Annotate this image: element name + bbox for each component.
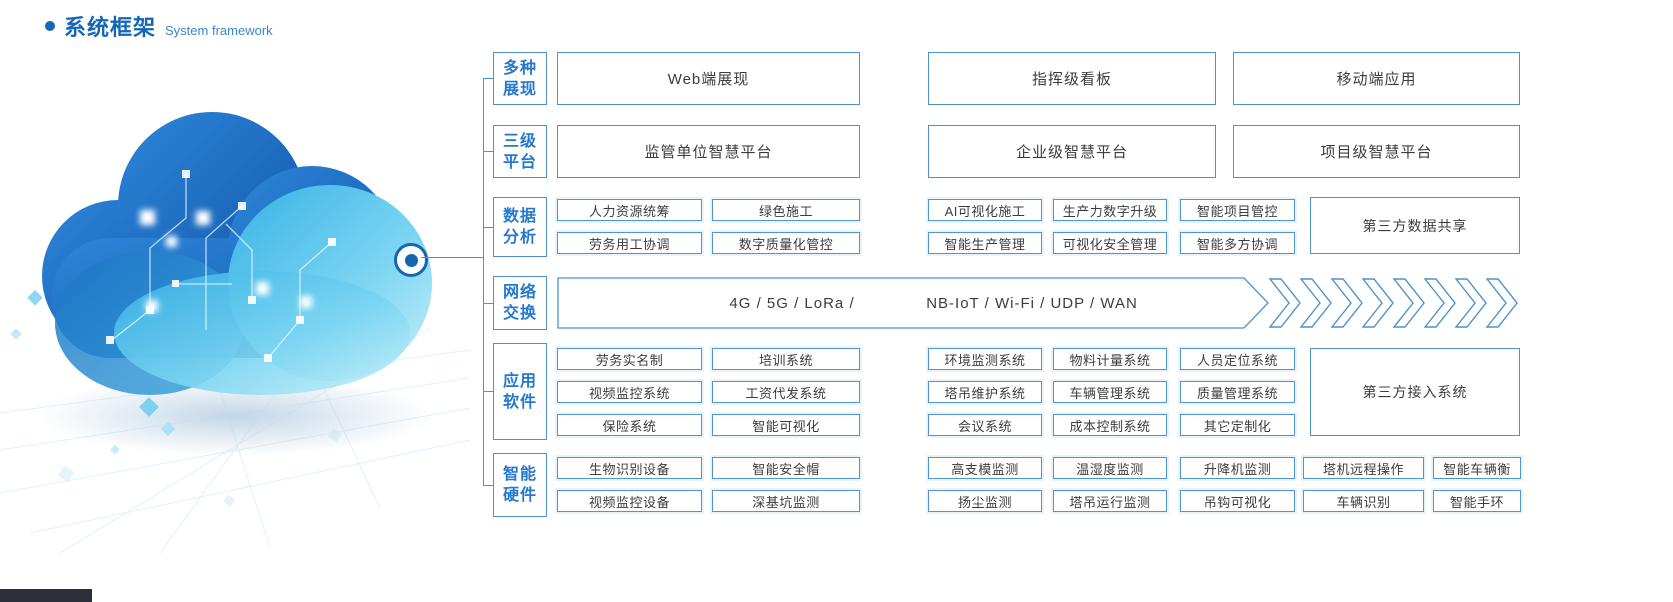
framework-box: 智能手环 bbox=[1433, 490, 1521, 512]
framework-box: 工资代发系统 bbox=[712, 381, 860, 403]
row-label-hardware: 智能 硬件 bbox=[493, 453, 547, 517]
network-band-text-right: NB-IoT / Wi-Fi / UDP / WAN bbox=[926, 294, 1138, 312]
framework-box: 绿色施工 bbox=[712, 199, 860, 221]
framework-box: 车辆识别 bbox=[1303, 490, 1424, 512]
row-label-data: 数据 分析 bbox=[493, 197, 547, 257]
framework-box: 物料计量系统 bbox=[1053, 348, 1167, 370]
row-label-display-line2: 展现 bbox=[502, 80, 537, 98]
branch-row6 bbox=[483, 485, 493, 486]
connector-node-core bbox=[404, 253, 418, 267]
framework-box: 智能可视化 bbox=[712, 414, 860, 436]
framework-box: 质量管理系统 bbox=[1180, 381, 1295, 403]
framework-box: 智能多方协调 bbox=[1180, 232, 1295, 254]
row-label-platform-line1: 三级 bbox=[502, 132, 537, 150]
framework-box: 吊钩可视化 bbox=[1180, 490, 1295, 512]
framework-box: 智能车辆衡 bbox=[1433, 457, 1521, 479]
framework-box: 智能生产管理 bbox=[928, 232, 1042, 254]
page-title-en: System framework bbox=[165, 23, 273, 38]
chevron-right-icon-group bbox=[1268, 278, 1518, 328]
row-label-network-line2: 交换 bbox=[502, 305, 537, 322]
branch-row5 bbox=[483, 391, 493, 392]
framework-box: 塔吊维护系统 bbox=[928, 381, 1042, 403]
framework-box: 生物识别设备 bbox=[557, 457, 702, 479]
framework-box: 项目级智慧平台 bbox=[1233, 125, 1520, 178]
page-title: 系统框架 System framework bbox=[45, 10, 273, 42]
framework-box: 扬尘监测 bbox=[928, 490, 1042, 512]
framework-box: 智能项目管控 bbox=[1180, 199, 1295, 221]
framework-box: 指挥级看板 bbox=[928, 52, 1216, 105]
framework-box: 塔吊运行监测 bbox=[1053, 490, 1167, 512]
framework-box: 劳务用工协调 bbox=[557, 232, 702, 254]
network-band-shape bbox=[557, 277, 1269, 329]
bottom-left-dark-bar bbox=[0, 589, 92, 602]
framework-box: 车辆管理系统 bbox=[1053, 381, 1167, 403]
framework-box: 保险系统 bbox=[557, 414, 702, 436]
row-label-apps-line1: 应用 bbox=[502, 372, 537, 390]
framework-box: 升降机监测 bbox=[1180, 457, 1295, 479]
framework-box: 人员定位系统 bbox=[1180, 348, 1295, 370]
network-band: 4G / 5G / LoRa / NB-IoT / Wi-Fi / UDP / … bbox=[557, 277, 1269, 329]
framework-box: 人力资源统筹 bbox=[557, 199, 702, 221]
network-band-text-left: 4G / 5G / LoRa / bbox=[729, 294, 855, 312]
framework-box: 移动端应用 bbox=[1233, 52, 1520, 105]
bullet-icon bbox=[45, 21, 55, 31]
framework-box: 数字质量化管控 bbox=[712, 232, 860, 254]
framework-box: 生产力数字升级 bbox=[1053, 199, 1167, 221]
row-label-platform: 三级 平台 bbox=[493, 125, 547, 178]
row-label-data-line1: 数据 bbox=[502, 208, 537, 225]
connector-node-icon bbox=[394, 243, 428, 277]
framework-box: 监管单位智慧平台 bbox=[557, 125, 860, 178]
row-label-platform-line2: 平台 bbox=[502, 153, 537, 171]
framework-box: 劳务实名制 bbox=[557, 348, 702, 370]
row-label-network-line1: 网络 bbox=[502, 284, 537, 301]
connector-spine bbox=[483, 78, 484, 486]
framework-box: 企业级智慧平台 bbox=[928, 125, 1216, 178]
row-label-hardware-line1: 智能 bbox=[502, 466, 537, 483]
branch-row2 bbox=[483, 151, 493, 152]
branch-row3 bbox=[483, 227, 493, 228]
framework-box: 其它定制化 bbox=[1180, 414, 1295, 436]
connector-line-node bbox=[421, 257, 483, 258]
framework-box: 塔机远程操作 bbox=[1303, 457, 1424, 479]
branch-row4 bbox=[483, 303, 493, 304]
framework-box: 环境监测系统 bbox=[928, 348, 1042, 370]
framework-box: 视频监控系统 bbox=[557, 381, 702, 403]
framework-box: 培训系统 bbox=[712, 348, 860, 370]
framework-box: 第三方数据共享 bbox=[1310, 197, 1520, 254]
row-label-apps-line2: 软件 bbox=[502, 393, 537, 411]
framework-box: 深基坑监测 bbox=[712, 490, 860, 512]
row-label-display-line1: 多种 bbox=[502, 59, 537, 77]
framework-box: 智能安全帽 bbox=[712, 457, 860, 479]
page-title-zh: 系统框架 bbox=[64, 15, 157, 40]
row-label-apps: 应用 软件 bbox=[493, 343, 547, 440]
framework-box: 高支模监测 bbox=[928, 457, 1042, 479]
framework-box: 成本控制系统 bbox=[1053, 414, 1167, 436]
framework-box: 第三方接入系统 bbox=[1310, 348, 1520, 436]
framework-box: AI可视化施工 bbox=[928, 199, 1042, 221]
framework-box: 温湿度监测 bbox=[1053, 457, 1167, 479]
cloud-illustration bbox=[0, 112, 470, 553]
framework-box: 视频监控设备 bbox=[557, 490, 702, 512]
branch-row1 bbox=[483, 78, 493, 79]
framework-box: Web端展现 bbox=[557, 52, 860, 105]
framework-box: 会议系统 bbox=[928, 414, 1042, 436]
row-label-display: 多种 展现 bbox=[493, 52, 547, 105]
framework-box: 可视化安全管理 bbox=[1053, 232, 1167, 254]
row-label-hardware-line2: 硬件 bbox=[502, 487, 537, 504]
row-label-data-line2: 分析 bbox=[502, 229, 537, 246]
row-label-network: 网络 交换 bbox=[493, 276, 547, 330]
